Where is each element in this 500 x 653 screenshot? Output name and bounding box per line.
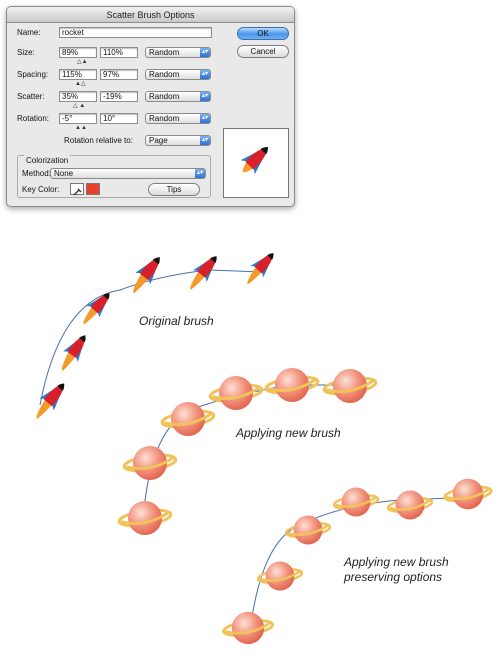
caption-preserving-line1: Applying new brush (344, 555, 449, 569)
spacing-method-value: Random (149, 70, 180, 79)
colorization-group-label: Colorization (24, 155, 71, 166)
planet-11 (386, 489, 434, 521)
spacing-method-popup[interactable]: Random ▴▾ (145, 69, 211, 80)
planet-6 (321, 367, 379, 405)
key-color-swatch[interactable] (86, 183, 100, 195)
planet-10 (332, 486, 380, 518)
planet-12 (442, 477, 494, 511)
rocket-1 (28, 377, 72, 424)
size-slider-handles-icon[interactable]: △▲ (77, 59, 88, 65)
popup-arrows-icon: ▴▾ (195, 169, 205, 178)
rocket-2 (53, 330, 93, 375)
eyedropper-icon[interactable] (70, 183, 84, 196)
scatter-min-field[interactable]: 35% (59, 91, 97, 102)
spacing-label: Spacing: (17, 70, 49, 79)
method-label: Method: (22, 169, 51, 178)
tips-button[interactable]: Tips (148, 183, 200, 196)
size-label: Size: (17, 48, 35, 57)
planet-8 (256, 560, 304, 592)
rotation-min-field[interactable]: -5° (59, 113, 97, 124)
rocket-6 (240, 247, 280, 289)
rotation-relative-value: Page (149, 136, 168, 145)
size-method-popup[interactable]: Random ▴▾ (145, 47, 211, 58)
rotation-max-field[interactable]: 10° (100, 113, 138, 124)
rotation-label: Rotation: (17, 114, 50, 123)
planet-7 (221, 610, 275, 646)
popup-arrows-icon: ▴▾ (200, 70, 210, 79)
spacing-min-field[interactable]: 115% (59, 69, 97, 80)
rotation-method-value: Random (149, 114, 180, 123)
size-min-field[interactable]: 89% (59, 47, 97, 58)
rotation-relative-popup[interactable]: Page ▴▾ (145, 135, 211, 146)
spacing-max-field[interactable]: 97% (100, 69, 138, 80)
rocket-4 (124, 251, 168, 298)
caption-preserving-line2: preserving options (344, 570, 443, 584)
cancel-button[interactable]: Cancel (237, 45, 289, 58)
size-method-value: Random (149, 48, 180, 57)
scatter-label: Scatter: (17, 92, 45, 101)
rocket-preview-icon (240, 146, 269, 175)
rotation-slider-handles-icon[interactable]: ▲▲ (75, 125, 87, 131)
popup-arrows-icon: ▴▾ (200, 92, 210, 101)
scatter-slider-handles-icon[interactable]: △ ▲ (73, 103, 86, 109)
popup-arrows-icon: ▴▾ (200, 48, 210, 57)
colorization-group: Colorization Method: None ▴▾ Key Color: … (17, 155, 211, 198)
brush-preview (223, 128, 289, 198)
key-color-label: Key Color: (22, 185, 60, 194)
planet-1 (116, 499, 174, 537)
name-label: Name: (17, 28, 41, 37)
popup-arrows-icon: ▴▾ (200, 114, 210, 123)
colorization-method-value: None (54, 169, 74, 178)
original-brush-path (39, 269, 263, 406)
caption-original-brush: Original brush (139, 314, 214, 328)
rotation-method-popup[interactable]: Random ▴▾ (145, 113, 211, 124)
rotation-relative-label: Rotation relative to: (64, 136, 133, 145)
planet-9 (284, 514, 332, 546)
scatter-method-popup[interactable]: Random ▴▾ (145, 91, 211, 102)
colorization-method-popup[interactable]: None ▴▾ (50, 168, 206, 179)
rocket-3 (76, 287, 116, 329)
planet-2 (121, 444, 179, 482)
dialog-title: Scatter Brush Options (7, 7, 294, 23)
caption-applying-new-brush: Applying new brush (236, 426, 341, 440)
size-max-field[interactable]: 110% (100, 47, 138, 58)
popup-arrows-icon: ▴▾ (200, 136, 210, 145)
scatter-max-field[interactable]: -19% (100, 91, 138, 102)
scatter-method-value: Random (149, 92, 180, 101)
planet-4 (207, 374, 265, 412)
planet-3 (159, 400, 217, 438)
spacing-slider-handles-icon[interactable]: ▲△ (75, 81, 86, 87)
ok-button[interactable]: OK (237, 27, 289, 40)
scatter-brush-options-dialog: Scatter Brush Options Name: rocket Size:… (6, 6, 295, 207)
name-field[interactable]: rocket (59, 27, 212, 38)
